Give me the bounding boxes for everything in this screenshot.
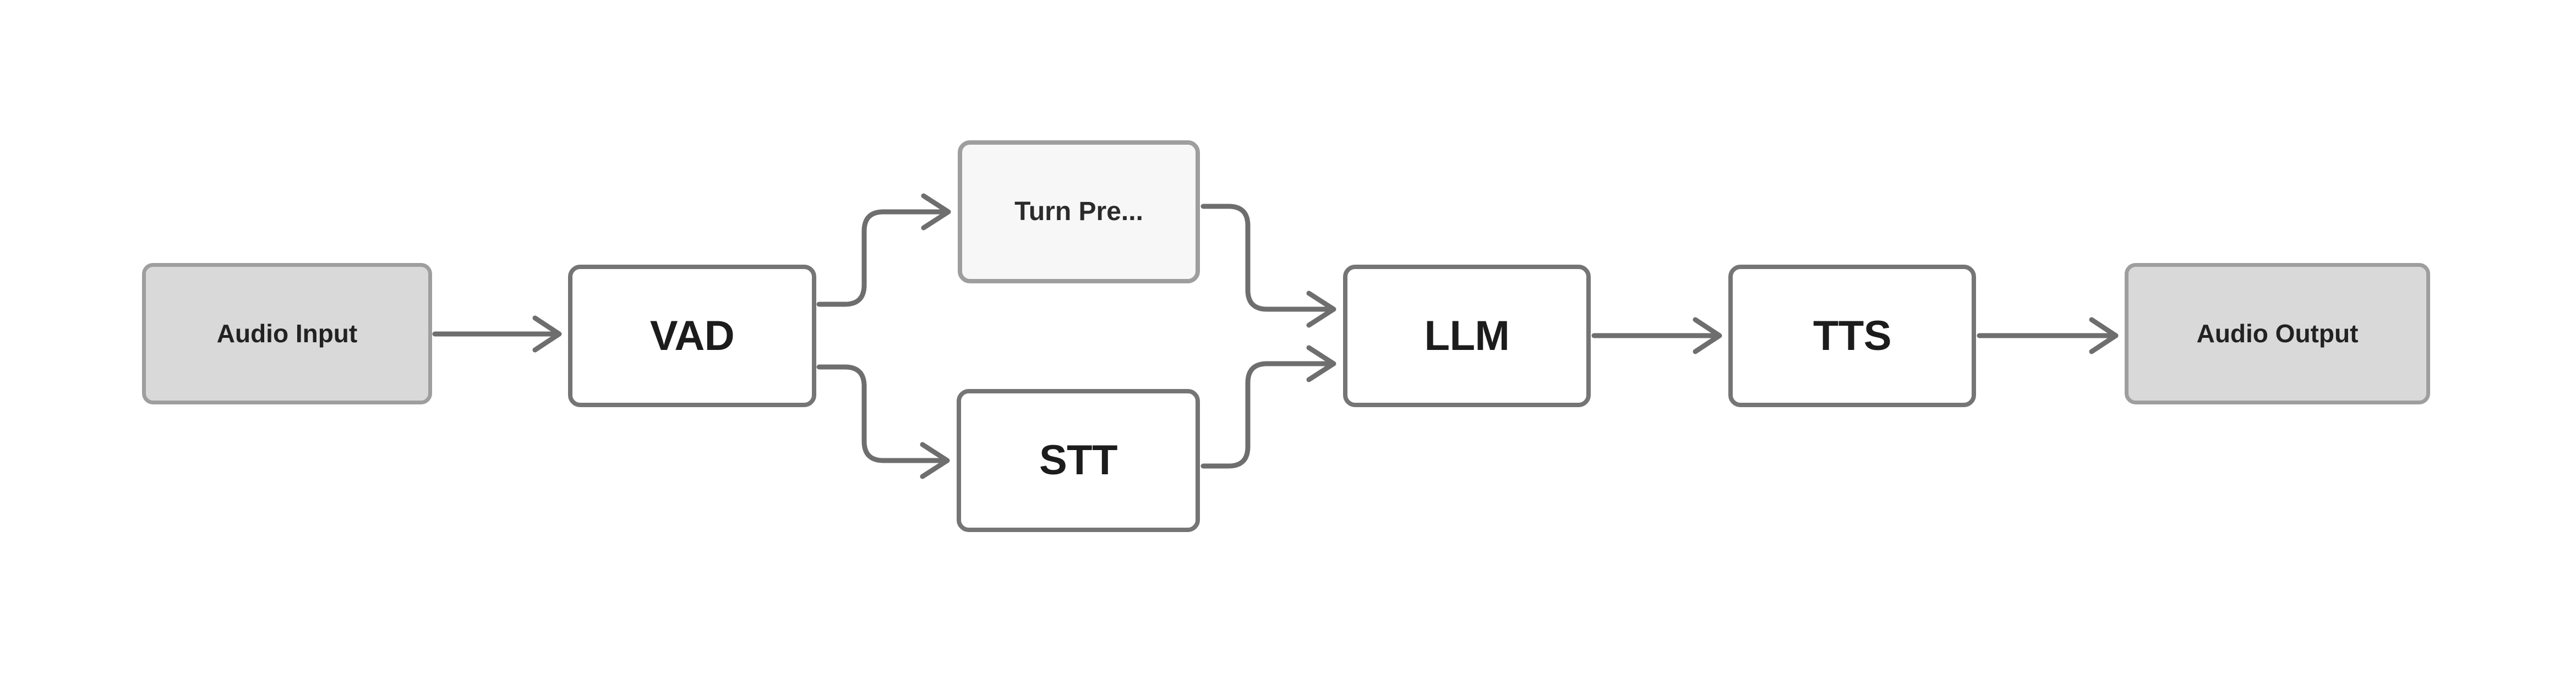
edge-audio-input-to-vad (432, 315, 562, 353)
node-stt-label: STT (1039, 437, 1118, 484)
node-llm-label: LLM (1424, 312, 1510, 359)
node-audio-input[interactable]: Audio Input (142, 263, 432, 404)
node-vad[interactable]: VAD (568, 265, 816, 407)
node-turn-pre-label: Turn Pre... (1014, 196, 1143, 226)
edge-vad-to-stt (816, 364, 950, 479)
node-vad-label: VAD (650, 312, 735, 359)
node-turn-pre[interactable]: Turn Pre... (958, 140, 1200, 283)
node-tts-label: TTS (1813, 312, 1892, 359)
edge-turn-pre-to-llm (1200, 204, 1336, 328)
edge-tts-to-audio-output (1977, 317, 2119, 354)
node-audio-output-label: Audio Output (2196, 319, 2359, 348)
node-stt[interactable]: STT (957, 389, 1200, 532)
edge-vad-to-turn-pre (816, 193, 951, 307)
edge-llm-to-tts (1591, 317, 1722, 354)
edge-stt-to-llm (1200, 345, 1336, 469)
node-audio-input-label: Audio Input (216, 319, 358, 348)
node-tts[interactable]: TTS (1728, 265, 1976, 407)
node-audio-output[interactable]: Audio Output (2125, 263, 2430, 404)
node-llm[interactable]: LLM (1343, 265, 1591, 407)
